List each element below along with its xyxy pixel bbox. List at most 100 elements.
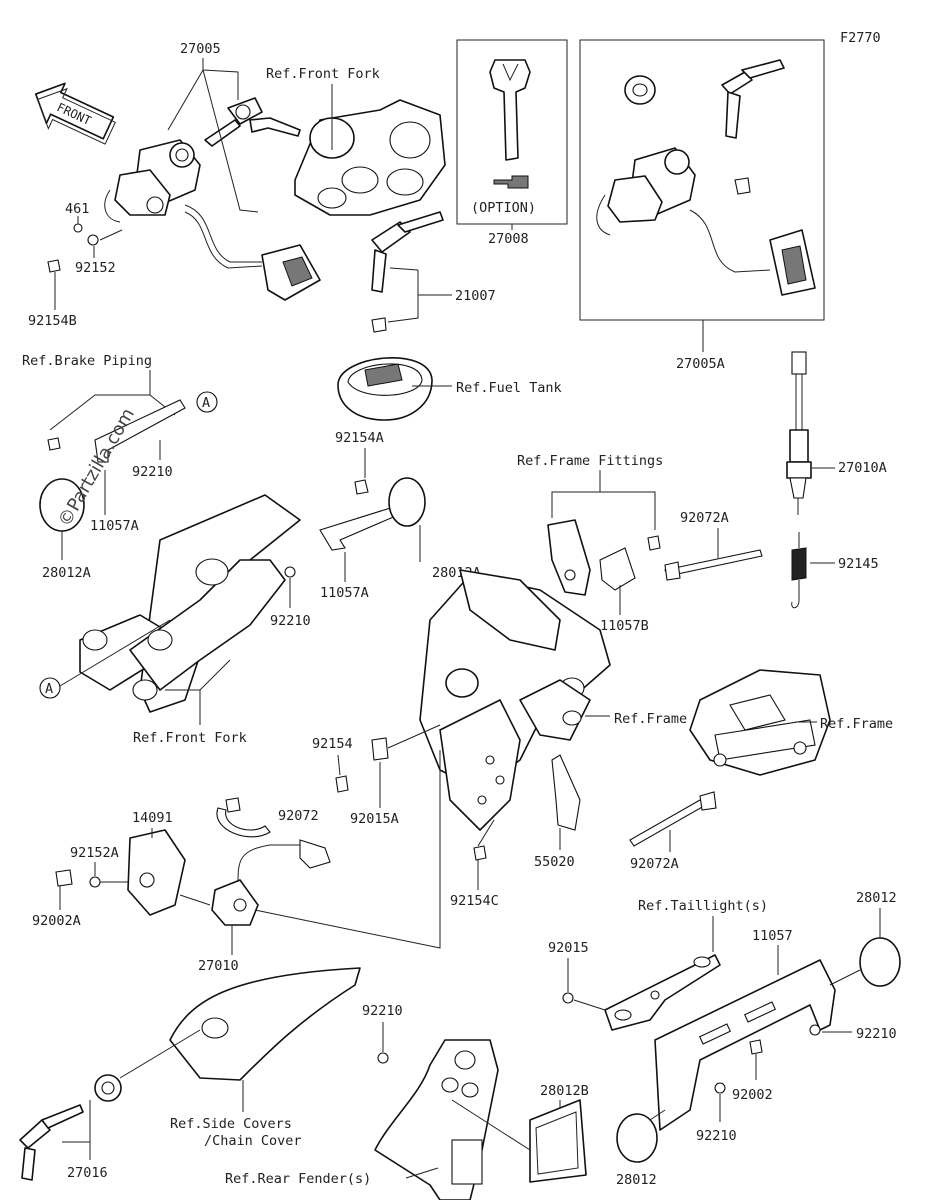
part-92210-c: 92210 <box>856 1026 897 1042</box>
collar-92015 <box>562 992 574 1004</box>
part-11057B: 11057B <box>600 618 649 634</box>
nut-92210-lower <box>714 1082 726 1094</box>
part-21007: 21007 <box>455 288 496 304</box>
part-92002: 92002 <box>732 1087 773 1103</box>
main-frame <box>419 569 611 831</box>
part-27016: 27016 <box>67 1165 108 1181</box>
license-bracket-11057 <box>654 959 836 1131</box>
part-92210-a: 92210 <box>132 464 173 480</box>
nut-92210-fender <box>377 1052 389 1064</box>
front-arrow-icon: FRONT <box>34 82 116 145</box>
switch-27010 <box>211 839 331 926</box>
stopper-55020 <box>551 754 581 831</box>
part-92072A-a: 92072A <box>680 510 729 526</box>
part-92152: 92152 <box>75 260 116 276</box>
part-27005: 27005 <box>180 41 221 57</box>
part-92154A: 92154A <box>335 430 384 446</box>
reflector-28012B <box>529 1099 587 1183</box>
part-27010A: 27010A <box>838 460 887 476</box>
set-27005A-frame <box>579 39 825 321</box>
cover-hole <box>139 872 155 888</box>
ref-taillights: Ref.Taillight(s) <box>638 898 768 914</box>
cover-14091 <box>127 829 186 916</box>
bolt-92002A <box>55 869 73 887</box>
part-27005A: 27005A <box>676 356 725 372</box>
collar-92015A <box>371 737 389 761</box>
part-92154B: 92154B <box>28 313 77 329</box>
part-11057A-a: 11057A <box>90 518 139 534</box>
part-11057: 11057 <box>752 928 793 944</box>
lock-27016 <box>19 1074 122 1181</box>
ignition-switch-27005 <box>104 139 321 301</box>
part-27010: 27010 <box>198 958 239 974</box>
washer-92152A <box>89 876 101 888</box>
part-92210-b: 92210 <box>270 613 311 629</box>
band-92072A-lower <box>629 791 717 847</box>
ref-front-fork-bottom: Ref.Front Fork <box>133 730 247 746</box>
bolt-92154C <box>473 845 487 861</box>
ref-frame-center: Ref.Frame <box>614 711 687 727</box>
figure-id: F2770 <box>840 30 881 46</box>
bracket-11057B <box>599 547 636 591</box>
part-28012-b: 28012 <box>616 1172 657 1188</box>
callout-a-top-label: A <box>202 395 210 411</box>
part-92015A: 92015A <box>350 811 399 827</box>
front-fork-top-clamp <box>294 99 446 216</box>
watermark: ©Partzilla.com <box>54 405 139 531</box>
bolt-92154 <box>335 775 349 793</box>
part-27008: 27008 <box>488 231 529 247</box>
part-28012B: 28012B <box>540 1083 589 1099</box>
bracket-frame-fittings <box>547 519 661 596</box>
reflector-28012-right <box>859 937 901 987</box>
reflector-28012-bottom <box>616 1113 658 1163</box>
part-92154C: 92154C <box>450 893 499 909</box>
ref-rear-fender: Ref.Rear Fender(s) <box>225 1171 371 1187</box>
nut-92210-right <box>809 1024 821 1036</box>
washer-461 <box>73 223 83 233</box>
part-92145: 92145 <box>838 556 879 572</box>
part-11057A-b: 11057A <box>320 585 369 601</box>
part-14091: 14091 <box>132 810 173 826</box>
ref-frame-fittings: Ref.Frame Fittings <box>517 453 663 469</box>
rear-frame-right <box>689 669 831 776</box>
ref-side-covers: Ref.Side Covers <box>170 1116 292 1132</box>
option-key-27008 <box>489 59 531 189</box>
part-92152A: 92152A <box>70 845 119 861</box>
part-92072A-b: 92072A <box>630 856 679 872</box>
part-92002A: 92002A <box>32 913 81 929</box>
nut-92152 <box>87 234 99 246</box>
brake-bracket <box>47 399 186 463</box>
part-55020: 55020 <box>534 854 575 870</box>
key-pair-27005 <box>204 97 301 147</box>
option-label: (OPTION) <box>471 200 536 216</box>
fuel-tank-cap <box>337 357 433 421</box>
part-92210-e: 92210 <box>362 1003 403 1019</box>
screw-92154B <box>47 259 61 273</box>
switch-27010A <box>786 351 812 515</box>
part-28012-a: 28012 <box>856 890 897 906</box>
callout-a-bottom <box>39 677 61 699</box>
spring-92145 <box>791 532 807 609</box>
ref-brake-piping: Ref.Brake Piping <box>22 353 152 369</box>
callout-a-top <box>196 391 218 413</box>
bolt-92002 <box>749 1039 763 1055</box>
ref-chain-cover: /Chain Cover <box>204 1133 302 1149</box>
rear-fender <box>374 1039 499 1200</box>
taillight-bracket <box>604 954 721 1031</box>
side-cover <box>169 967 361 1081</box>
ref-fuel-tank: Ref.Fuel Tank <box>456 380 562 396</box>
front-fork-lower <box>79 494 301 713</box>
nut-92210-center <box>284 566 296 578</box>
callout-a-bottom-label: A <box>45 681 53 697</box>
part-92072: 92072 <box>278 808 319 824</box>
band-92072 <box>216 797 271 838</box>
part-92210-d: 92210 <box>696 1128 737 1144</box>
ref-frame-right: Ref.Frame <box>820 716 893 732</box>
reflector-28012A-center <box>388 477 426 527</box>
part-461: 461 <box>65 201 89 217</box>
key-set-21007 <box>371 211 444 333</box>
band-92072A-upper <box>664 549 763 581</box>
ref-front-fork-top: Ref.Front Fork <box>266 66 380 82</box>
part-92015: 92015 <box>548 940 589 956</box>
